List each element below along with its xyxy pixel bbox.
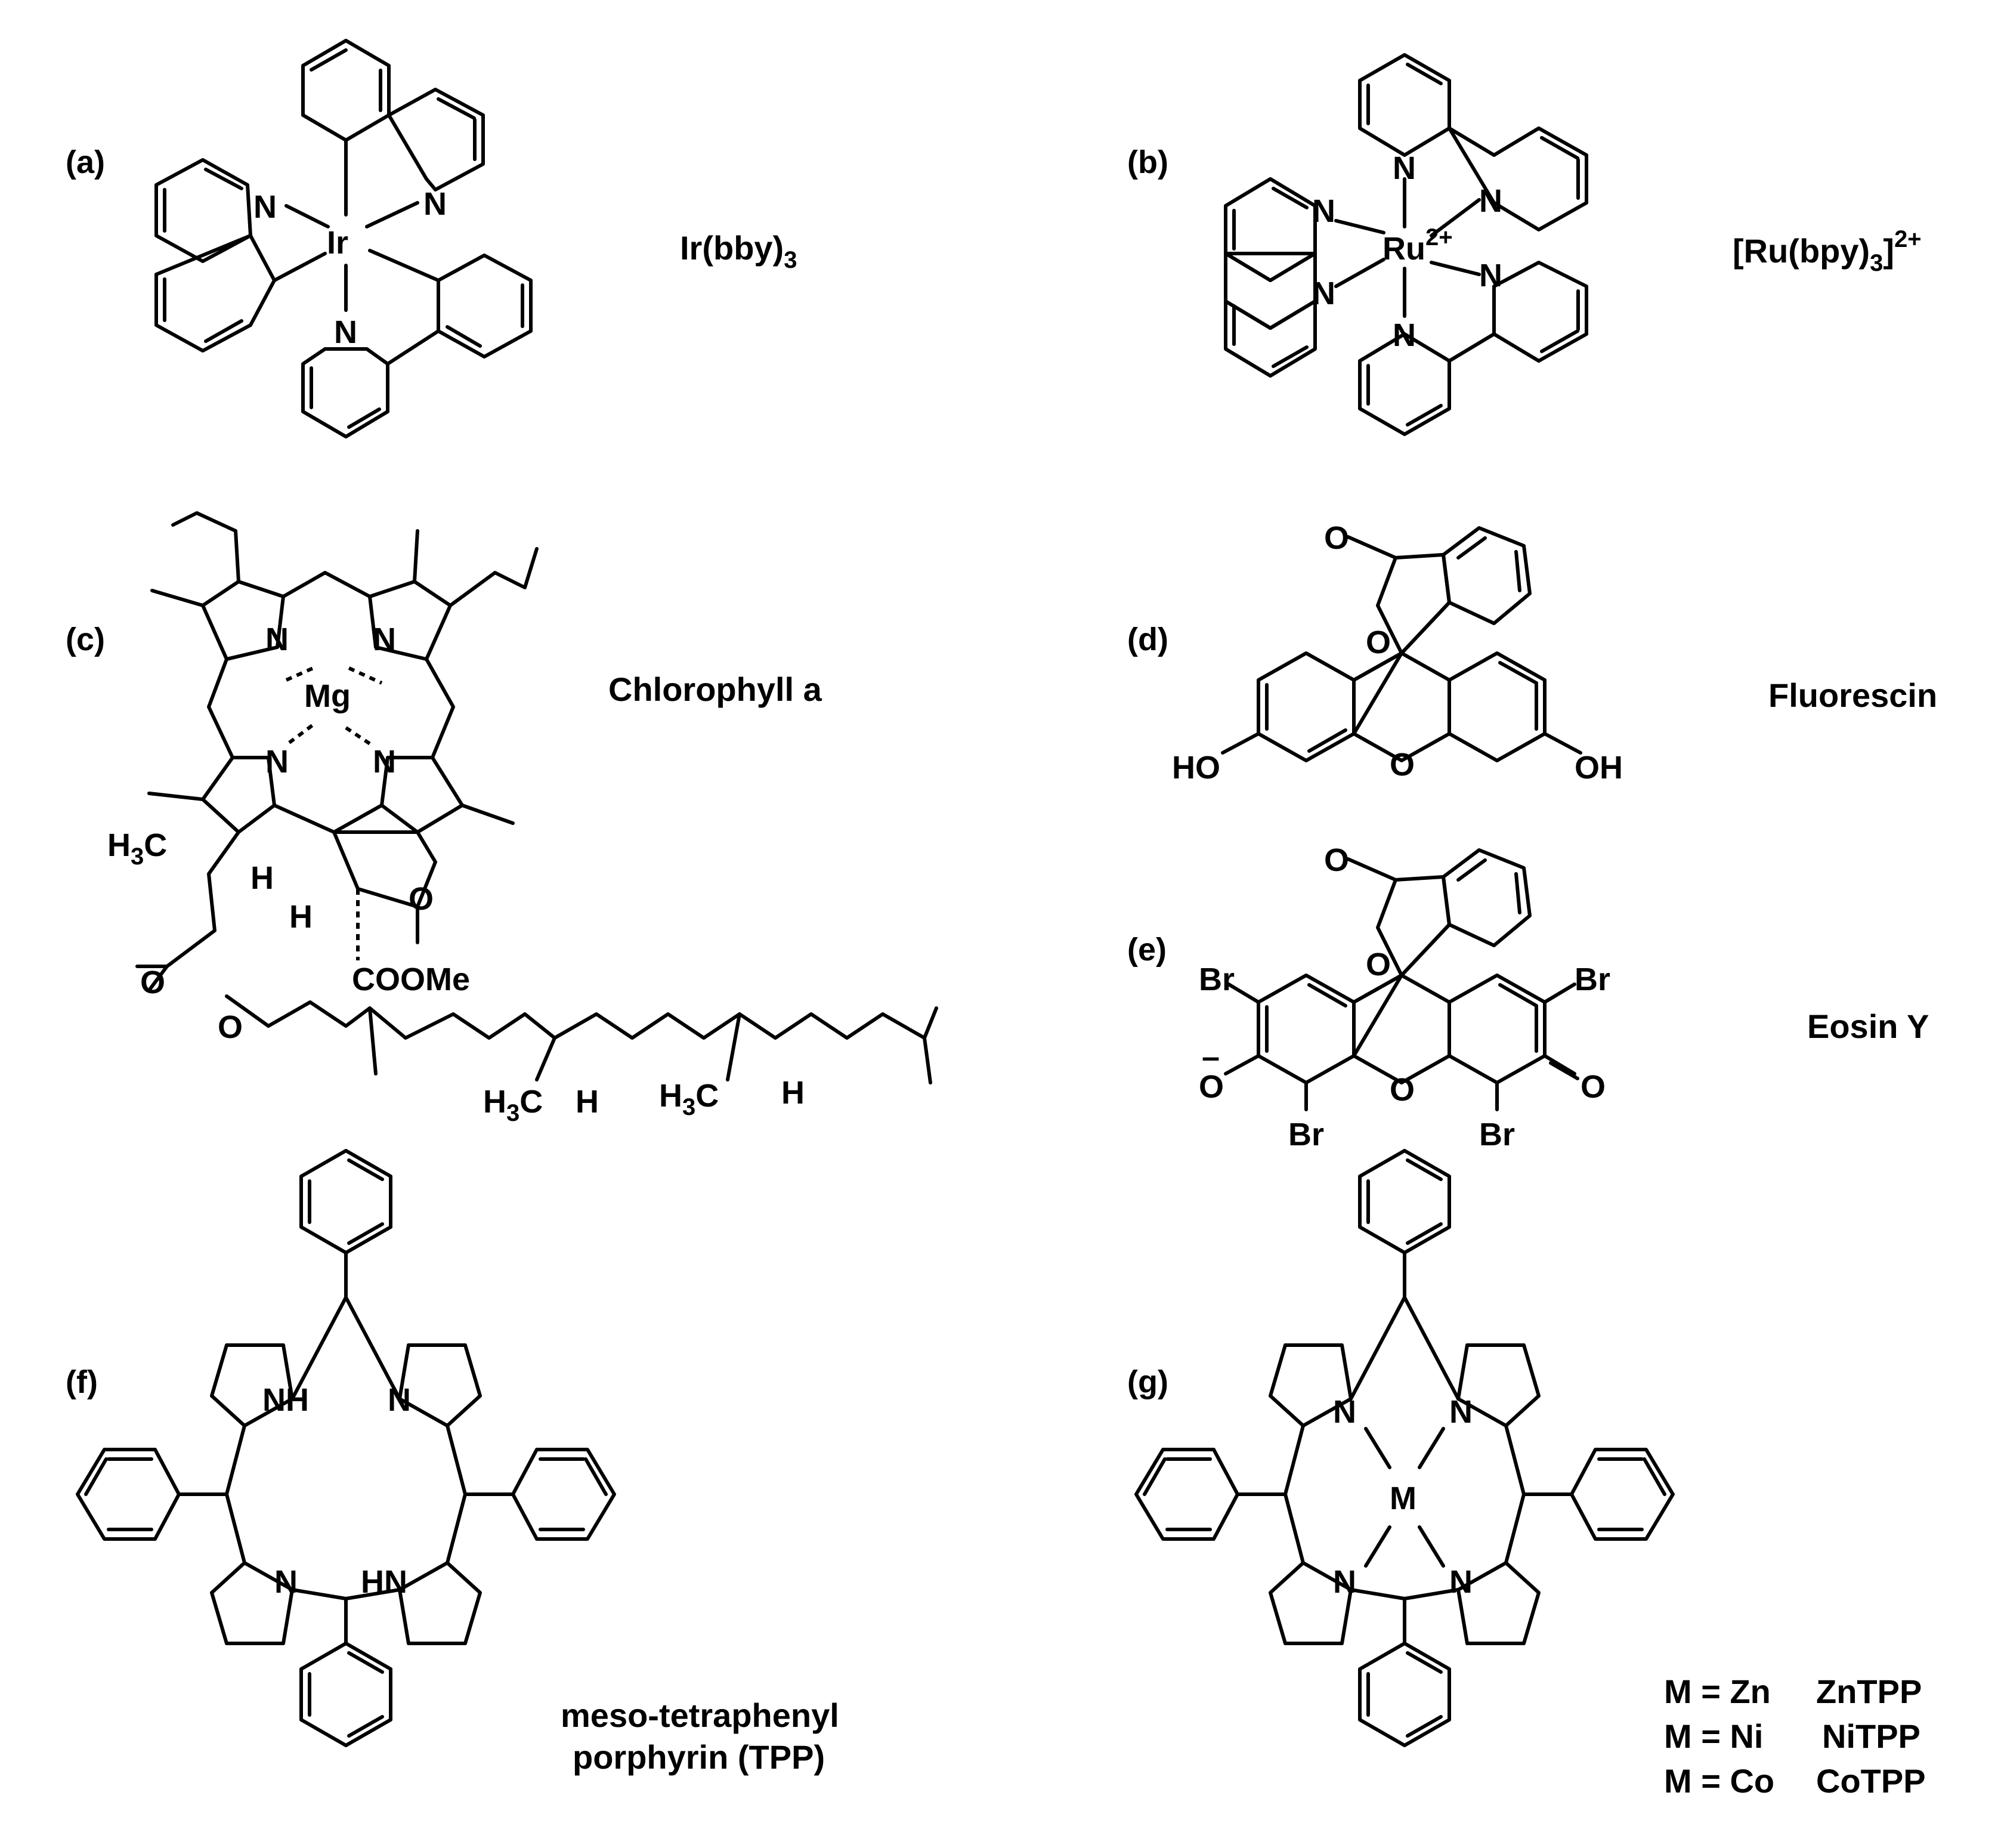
atom-ho: HO [1172, 750, 1220, 786]
atom-br: Br [1479, 1117, 1515, 1152]
atom-n: N [334, 314, 357, 350]
atom-hn: HN [361, 1564, 407, 1600]
atom-n: N [1449, 1564, 1473, 1600]
atom-h: H [289, 899, 313, 935]
atom-o: O [409, 881, 434, 917]
atom-n: N [1333, 1564, 1356, 1600]
legend-row-1-left: M = Zn [1664, 1673, 1771, 1710]
legend-row-3-right: CoTPP [1816, 1762, 1926, 1800]
atom-h: H [576, 1084, 599, 1120]
panel-d-name: Fluorescin [1768, 676, 1937, 714]
atom-n: N [265, 744, 289, 780]
atom-n: N [373, 744, 396, 780]
atom-br: Br [1288, 1117, 1324, 1152]
atom-o: O [1366, 947, 1391, 982]
legend-row-2-right: NiTPP [1822, 1717, 1920, 1755]
mtpp-structure: N N M N N [1134, 1149, 1675, 1747]
atom-n: N [1393, 150, 1416, 186]
atom-minus: – [1202, 1039, 1220, 1075]
atom-br: Br [1199, 962, 1235, 997]
panel-a-name: Ir(bby)3 [680, 229, 797, 273]
atom-h3c: H3C [107, 827, 167, 870]
atom-n: N [1333, 1394, 1356, 1430]
panel-b-tag: (b) [1127, 144, 1168, 180]
panel-f-tag: (f) [66, 1364, 98, 1400]
panel-e-tag: (e) [1127, 932, 1167, 968]
panel-d-tag: (d) [1127, 622, 1168, 657]
atom-n: N [1479, 183, 1502, 219]
panel-g: (g) M = Zn ZnTPP M = Ni NiTPP M = Co CoT… [1127, 1149, 1926, 1800]
atom-o: O [1366, 625, 1391, 660]
atom-h3c: H3C [659, 1078, 719, 1120]
atom-h: H [781, 1075, 805, 1111]
atom-n: N [388, 1382, 411, 1418]
atom-n: N [1393, 317, 1416, 353]
atom-ir: Ir [327, 225, 348, 261]
metal-legend: M = Zn ZnTPP M = Ni NiTPP M = Co CoTPP [1664, 1673, 1926, 1800]
panel-f: (f) meso-tetraphenyl porphyrin (TPP) [66, 1149, 839, 1776]
panel-c-tag: (c) [66, 622, 105, 657]
atom-o: O [218, 1009, 243, 1045]
atom-o: O [1324, 842, 1349, 878]
panel-g-tag: (g) [1127, 1364, 1168, 1400]
atom-nh: NH [262, 1382, 309, 1418]
panel-c-name: Chlorophyll a [608, 670, 822, 708]
atom-oh: OH [1575, 750, 1623, 786]
tpp-structure: NH N N HN [76, 1149, 616, 1747]
panel-a: (a) Ir(bby)3 [66, 39, 797, 438]
ru-complex-structure: N N N N N N Ru2+ [1224, 53, 1588, 436]
atom-coome: COOMe [352, 962, 470, 997]
legend-row-2-left: M = Ni [1664, 1717, 1763, 1755]
atom-o: O [140, 965, 165, 1000]
atom-o: O [1581, 1069, 1606, 1105]
atom-n: N [423, 186, 447, 222]
atom-o: O [1199, 1069, 1224, 1105]
panel-e: (e) Eosin Y O O O Br [1127, 842, 1929, 1152]
ir-complex-structure: N N Ir N [154, 39, 533, 438]
eosin-structure: O O O Br Br O – O Br Br [1199, 842, 1610, 1152]
atom-mg: Mg [304, 678, 351, 714]
atom-o: O [1390, 747, 1415, 783]
atom-ru: Ru2+ [1382, 224, 1453, 267]
panel-c: (c) Chlorophyll a [66, 511, 938, 1126]
panel-f-name-line1: meso-tetraphenyl [561, 1696, 839, 1734]
legend-row-3-left: M = Co [1664, 1762, 1774, 1800]
legend-row-1-right: ZnTPP [1816, 1673, 1922, 1710]
atom-n: N [373, 622, 396, 657]
atom-n: N [1312, 193, 1335, 229]
atom-n: N [1449, 1394, 1473, 1430]
chlorophyll-structure: N N Mg N N H3C H H O COOMe O O H3C H H3C… [107, 511, 938, 1126]
atom-n: N [253, 189, 277, 225]
atom-m: M [1390, 1481, 1416, 1516]
fluorescein-structure: O O O HO OH [1172, 520, 1623, 786]
atom-br: Br [1575, 962, 1610, 997]
panel-f-name-line2: porphyrin (TPP) [573, 1738, 825, 1776]
atom-n: N [274, 1564, 298, 1600]
atom-o: O [1390, 1072, 1415, 1108]
panel-d: (d) Fluorescin O O O HO OH [1127, 520, 1937, 786]
atom-o: O [1324, 520, 1349, 556]
atom-n: N [265, 622, 289, 657]
panel-b-name: [Ru(bpy)3]2+ [1733, 226, 1922, 276]
atom-h3c: H3C [483, 1084, 543, 1126]
atom-h: H [250, 860, 274, 896]
atom-n: N [1312, 276, 1335, 311]
panel-a-tag: (a) [66, 144, 105, 180]
atom-n: N [1479, 258, 1502, 293]
panel-b: (b) [Ru(bpy)3]2+ [1127, 53, 1922, 436]
panel-e-name: Eosin Y [1807, 1008, 1929, 1045]
